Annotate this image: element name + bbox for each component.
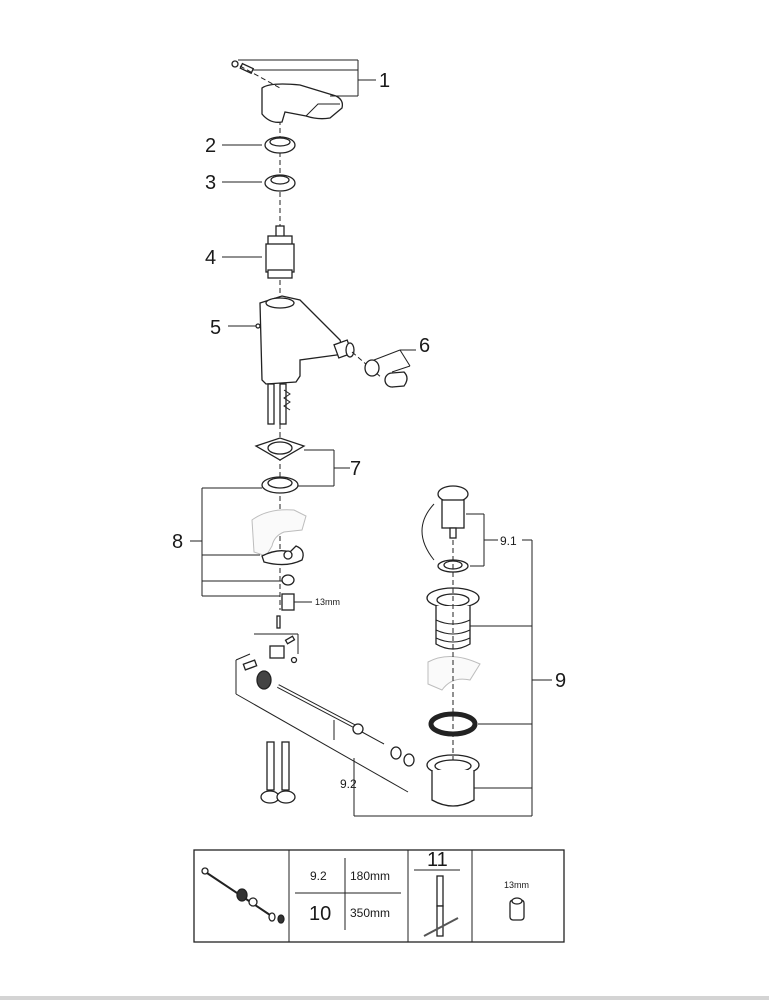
part-mounting-bolts (260, 741, 296, 804)
socket-13mm-icon (509, 897, 525, 921)
socket-size-label: 13mm (504, 880, 529, 890)
leader-8 (190, 487, 312, 603)
table-row-2-value: 350mm (350, 906, 390, 920)
wrench-size-label: 13mm (315, 597, 340, 607)
part-9-waste-body (426, 540, 481, 807)
part-8-mounting-set (261, 545, 304, 629)
leader-1 (238, 59, 376, 97)
callout-6: 6 (419, 335, 430, 357)
callout-4: 4 (205, 247, 216, 269)
callout-2: 2 (205, 135, 216, 157)
part-1-handle (231, 60, 344, 123)
callout-9: 9 (555, 670, 566, 692)
table-row-1-value: 180mm (350, 869, 390, 883)
callout-8: 8 (172, 531, 183, 553)
part-6-aerator (351, 351, 408, 388)
callout-7: 7 (350, 458, 361, 480)
table-row-1-key: 9.2 (310, 869, 327, 883)
basin-section-ghost (251, 509, 307, 557)
part-2-cover-ring (264, 136, 296, 154)
callout-3: 3 (205, 172, 216, 194)
spare-parts-table (193, 849, 565, 943)
page-bottom-border (0, 996, 769, 1000)
part-4-cartridge (265, 225, 295, 279)
linkage-kit-icon (201, 867, 285, 924)
leader-9 (470, 540, 552, 816)
part-9-1-plug (421, 485, 469, 573)
tool-11-icon (423, 875, 459, 937)
callout-9-2: 9.2 (340, 777, 357, 791)
tool-number-label: 11 (427, 849, 448, 871)
part-7-gaskets (254, 437, 306, 494)
callout-5: 5 (210, 317, 221, 339)
leader-6 (373, 349, 416, 373)
leader-7 (298, 449, 350, 487)
callout-1: 1 (379, 70, 390, 92)
part-9-2-lift-rod (242, 635, 415, 767)
leader-9-2 (235, 633, 532, 817)
table-row-2-key: 10 (309, 903, 331, 925)
leader-9-1 (466, 513, 532, 567)
part-3-nut (264, 174, 296, 192)
part-5-body (255, 295, 355, 425)
callout-9-1: 9.1 (500, 534, 517, 548)
